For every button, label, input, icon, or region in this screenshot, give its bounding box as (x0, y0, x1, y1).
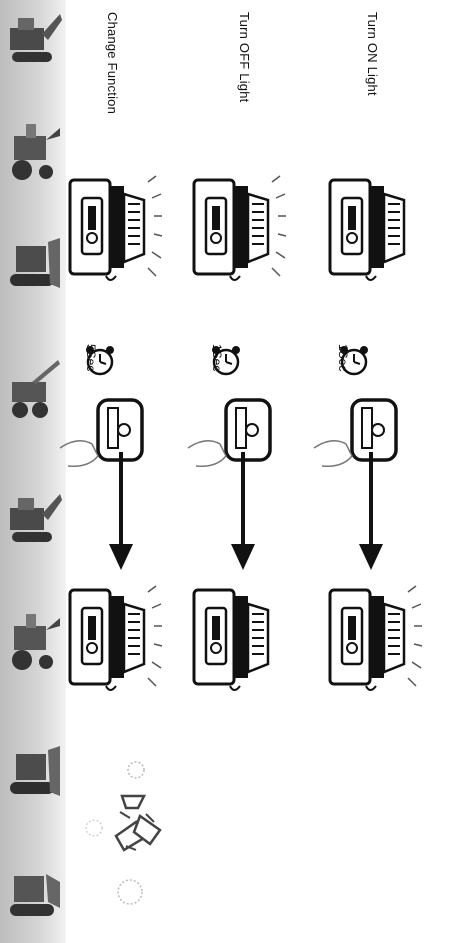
down-arrow-icon (356, 452, 386, 572)
alarm-clock-icon (80, 344, 120, 378)
down-arrow-icon (106, 452, 136, 572)
tractor-icon (2, 110, 64, 194)
device-after-on (322, 582, 423, 694)
down-arrow-icon (228, 452, 258, 572)
excavator-icon (2, 0, 64, 84)
vehicle-strip (0, 0, 66, 943)
bulldozer-icon (2, 222, 64, 306)
remote-press-off (186, 396, 282, 472)
cycle-icon (78, 752, 198, 922)
timer-label-change: 5Sec (84, 344, 98, 372)
loader-icon (2, 852, 64, 936)
timer-label-on: 1Sec (336, 344, 350, 372)
bulldozer-icon (2, 730, 64, 814)
row-label-turn-on: Turn ON Light (365, 12, 380, 96)
timer-label-off: 1Sec (210, 344, 224, 372)
device-after-off (186, 582, 286, 694)
row-label-change-function: Change Function (105, 12, 120, 115)
tractor-icon (2, 600, 64, 684)
excavator-icon (2, 480, 64, 564)
alarm-clock-icon (334, 344, 374, 378)
device-before-off (186, 172, 287, 284)
device-before-change (62, 172, 163, 284)
device-after-change (62, 582, 163, 694)
row-label-turn-off: Turn OFF Light (237, 12, 252, 103)
crane-icon (2, 352, 64, 436)
device-before-on (322, 172, 422, 284)
alarm-clock-icon (206, 344, 246, 378)
remote-press-on (312, 396, 408, 472)
